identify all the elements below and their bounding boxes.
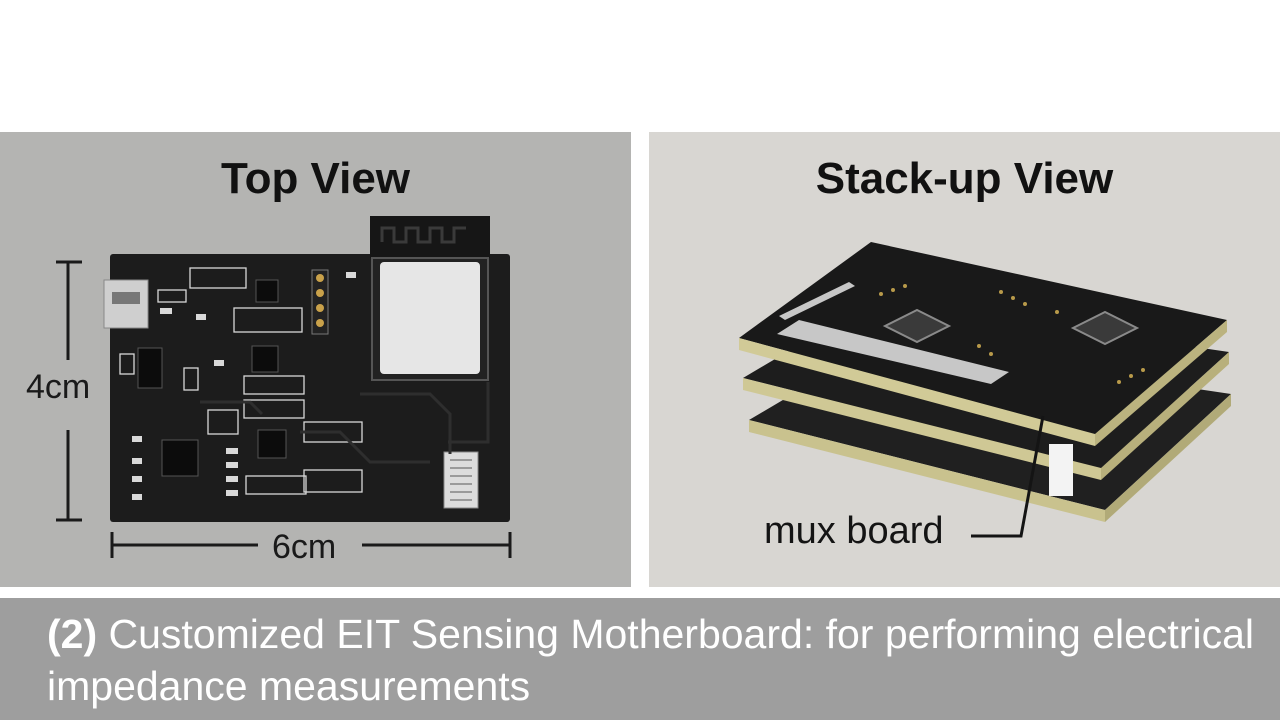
height-label: 4cm — [26, 368, 91, 406]
silkscreen-labels — [777, 282, 1009, 384]
height-dimension — [56, 260, 82, 522]
ic-chip-icon — [882, 308, 1140, 346]
stack-view-title: Stack-up View — [815, 154, 1114, 203]
mux-board-label: mux board — [764, 510, 944, 552]
caption-prefix: (2) — [47, 611, 98, 657]
mux-board-callout-line — [971, 415, 1045, 538]
ic-chip-icon — [161, 439, 199, 477]
module-shield — [380, 262, 480, 374]
caption-text: (2) Customized EIT Sensing Motherboard: … — [47, 608, 1260, 712]
stack-view-panel: Stack-up View — [649, 132, 1280, 587]
pcb-top-photo — [56, 216, 512, 558]
fpc-connector — [443, 451, 479, 509]
width-dimension — [110, 532, 512, 558]
top-view-panel: Top View — [0, 132, 631, 587]
caption-bar: (2) Customized EIT Sensing Motherboard: … — [0, 598, 1280, 720]
caption-body: Customized EIT Sensing Motherboard: for … — [47, 611, 1254, 709]
header-pins-icon — [311, 269, 329, 335]
width-label: 6cm — [272, 528, 337, 566]
pcb-stack-photo — [739, 242, 1231, 538]
top-view-title: Top View — [220, 154, 411, 203]
stack-board-1 — [739, 242, 1227, 446]
spacer-post — [1049, 444, 1073, 496]
